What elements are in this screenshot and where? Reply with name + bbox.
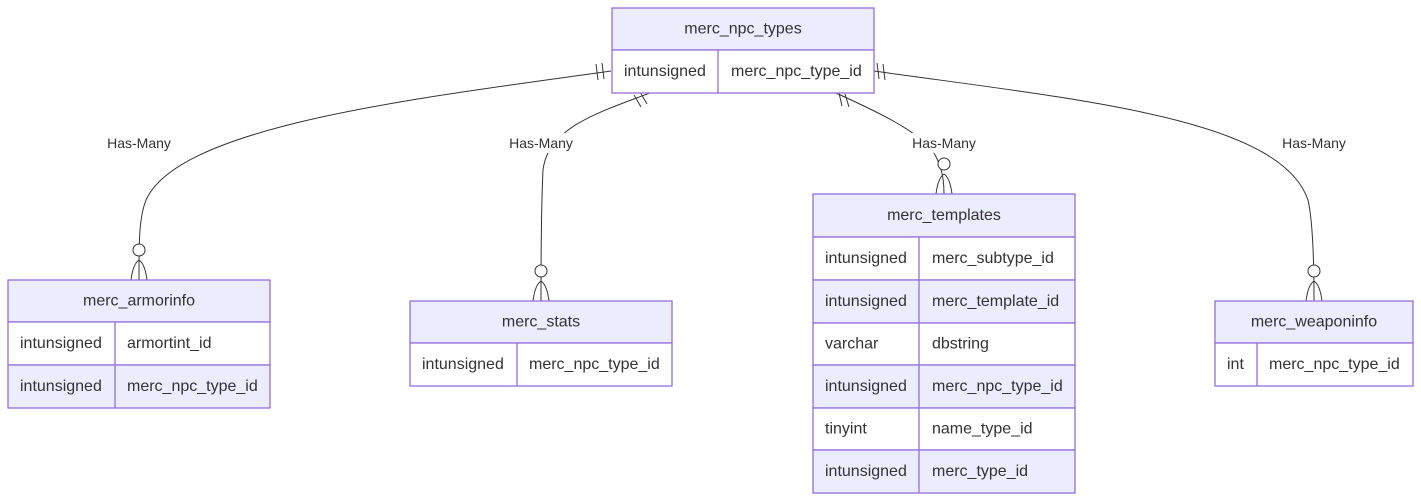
entity-title: merc_npc_types [684, 21, 801, 38]
rel-label-weaponinfo: Has-Many [1282, 135, 1346, 151]
entity-title: merc_templates [887, 207, 1001, 224]
one-marker-stats [633, 91, 648, 108]
one-marker-weaponinfo [876, 62, 886, 81]
entity-title: merc_armorinfo [83, 293, 195, 310]
attr-type: varchar [825, 336, 879, 353]
entity-title: merc_stats [502, 314, 580, 331]
attr-type: intunsigned [20, 378, 102, 395]
rel-label-templates: Has-Many [912, 135, 976, 151]
attr-name: merc_npc_type_id [127, 378, 258, 395]
entity-merc-weaponinfo[interactable]: merc_weaponinfo int merc_npc_type_id [1214, 300, 1414, 387]
attr-name: armortint_id [127, 335, 211, 352]
rel-line-armorinfo [138, 70, 612, 281]
attr-name: merc_template_id [932, 293, 1059, 310]
attr-type: intunsigned [825, 250, 907, 267]
attr-name: merc_npc_type_id [529, 356, 660, 373]
attr-name: merc_subtype_id [932, 250, 1054, 267]
many-marker-stats [532, 264, 550, 302]
attr-type: intunsigned [624, 63, 706, 80]
attr-type: intunsigned [825, 293, 907, 310]
rel-label-stats: Has-Many [509, 135, 573, 151]
many-marker-templates [935, 157, 953, 195]
relationship-labels: Has-Many Has-Many Has-Many Has-Many [104, 133, 1349, 153]
entity-merc-armorinfo[interactable]: merc_armorinfo intunsigned armortint_id … [7, 279, 271, 409]
many-markers [130, 157, 1323, 302]
rel-label-armorinfo: Has-Many [107, 135, 171, 151]
one-marker-armorinfo [595, 62, 605, 81]
rel-line-weaponinfo [873, 70, 1315, 302]
attr-type: intunsigned [20, 335, 102, 352]
attr-name: merc_npc_type_id [932, 378, 1063, 395]
many-marker-weaponinfo [1305, 264, 1323, 302]
attr-name: merc_type_id [932, 463, 1028, 480]
attr-type: intunsigned [825, 463, 907, 480]
relationship-lines [138, 70, 1315, 302]
entity-title: merc_weaponinfo [1251, 314, 1377, 331]
attr-name: dbstring [932, 336, 989, 353]
attr-type: intunsigned [825, 378, 907, 395]
attr-type: tinyint [825, 421, 867, 438]
attr-name: name_type_id [932, 421, 1033, 438]
attr-type: int [1227, 356, 1244, 373]
entity-merc-npc-types[interactable]: merc_npc_types intunsigned merc_npc_type… [611, 7, 875, 94]
attr-name: merc_npc_type_id [731, 63, 862, 80]
rel-line-stats [540, 92, 651, 302]
one-markers [595, 62, 886, 108]
many-marker-armorinfo [130, 243, 148, 281]
attr-name: merc_npc_type_id [1269, 356, 1400, 373]
entity-merc-stats[interactable]: merc_stats intunsigned merc_npc_type_id [409, 300, 673, 387]
entity-merc-templates[interactable]: merc_templates intunsigned merc_subtype_… [812, 193, 1076, 494]
attr-type: intunsigned [422, 356, 504, 373]
one-marker-templates [838, 92, 850, 108]
